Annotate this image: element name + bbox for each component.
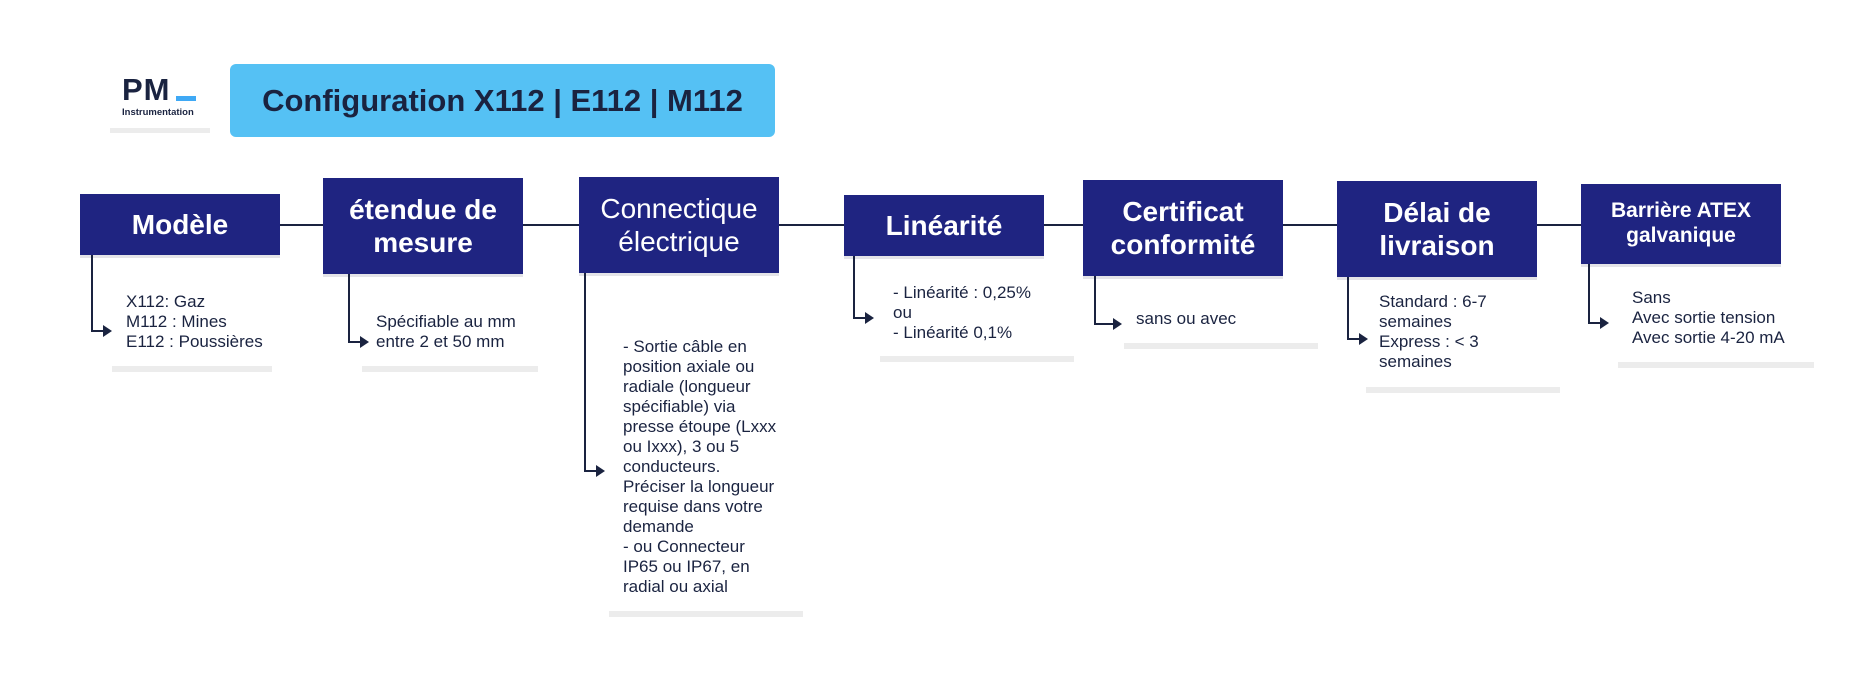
arrow-icon: [348, 336, 369, 348]
logo-dash: [176, 96, 196, 101]
step-description: Spécifiable au mm entre 2 et 50 mm: [376, 312, 516, 351]
elbow-vertical: [1347, 277, 1349, 339]
elbow-vertical: [348, 274, 350, 342]
pm-instrumentation-logo: PM Instrumentation: [108, 64, 210, 134]
elbow-vertical: [1588, 264, 1590, 323]
step-label: Barrière ATEX galvanique: [1610, 199, 1752, 247]
arrow-icon: [1347, 333, 1368, 345]
arrow-icon: [1588, 317, 1609, 329]
step-description: - Sortie câble en position axiale ou rad…: [623, 337, 777, 596]
step-label: Modèle: [131, 208, 229, 240]
step-box-linearite: Linéarité: [844, 195, 1044, 256]
arrow-icon: [1094, 318, 1122, 330]
step-box-barriere-atex: Barrière ATEX galvanique: [1581, 184, 1781, 264]
step-box-connectique: Connectique électrique: [579, 177, 779, 273]
step-box-delai: Délai de livraison: [1337, 181, 1537, 277]
step-label: Linéarité: [885, 209, 1003, 241]
underline-bar: [1618, 362, 1814, 368]
logo-underline: [110, 128, 210, 133]
step-label: Certificat conformité: [1110, 195, 1256, 260]
elbow-vertical: [91, 255, 93, 331]
logo-text: PM: [122, 72, 171, 107]
underline-bar: [1366, 387, 1560, 393]
step-box-certificat: Certificat conformité: [1083, 180, 1283, 276]
step-description: - Linéarité : 0,25% ou - Linéarité 0,1%: [893, 283, 1031, 342]
title-banner: Configuration X112 | E112 | M112: [230, 64, 775, 137]
underline-bar: [1124, 343, 1318, 349]
step-description: Standard : 6-7 semaines Express : < 3 se…: [1379, 292, 1487, 371]
underline-bar: [609, 611, 803, 617]
step-label: Délai de livraison: [1379, 196, 1495, 261]
step-description: X112: Gaz M112 : Mines E112 : Poussières: [126, 292, 263, 351]
step-description: sans ou avec: [1136, 309, 1237, 328]
arrow-icon: [91, 325, 112, 337]
page-title: Configuration X112 | E112 | M112: [262, 82, 743, 118]
underline-bar: [362, 366, 538, 372]
elbow-vertical: [853, 256, 855, 318]
step-label: Connectique électrique: [600, 192, 758, 257]
arrow-icon: [584, 465, 605, 477]
step-box-etendue: étendue de mesure: [323, 178, 523, 274]
logo-subtext: Instrumentation: [122, 107, 194, 118]
arrow-icon: [853, 312, 874, 324]
step-description: Sans Avec sortie tension Avec sortie 4-2…: [1632, 288, 1785, 347]
step-box-modele: Modèle: [80, 194, 280, 255]
step-label: étendue de mesure: [349, 193, 497, 258]
underline-bar: [880, 356, 1074, 362]
elbow-vertical: [584, 273, 586, 471]
elbow-vertical: [1094, 276, 1096, 324]
underline-bar: [112, 366, 272, 372]
